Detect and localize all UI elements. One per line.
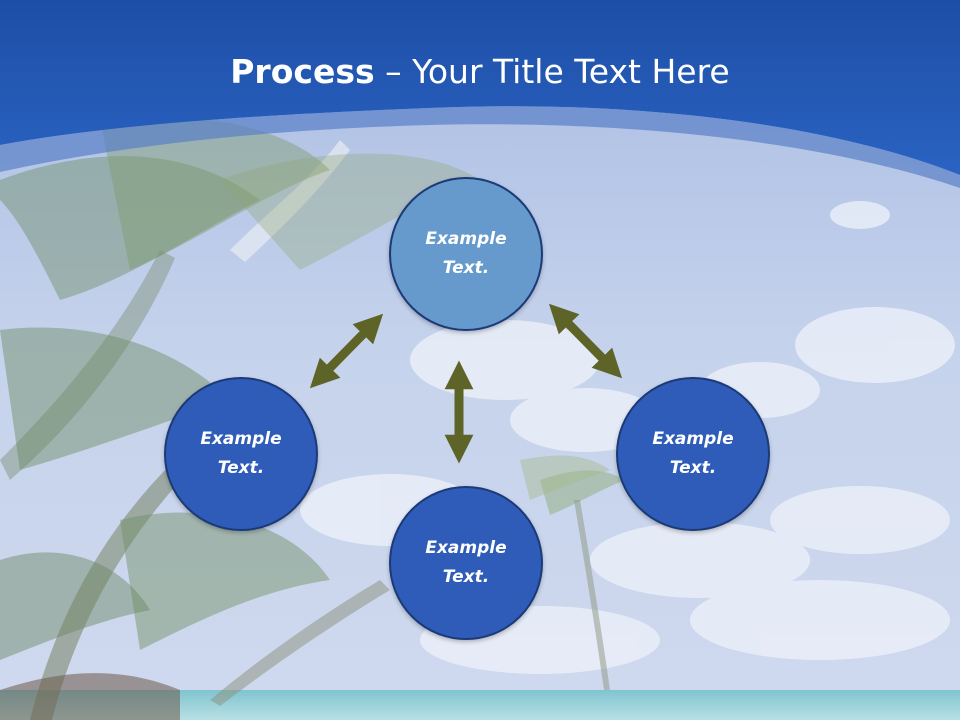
double-arrow-right bbox=[548, 303, 623, 379]
node-bottom-label: Example Text. bbox=[425, 538, 507, 587]
banner-swoosh bbox=[0, 106, 960, 188]
palm-trees bbox=[0, 116, 625, 720]
node-right: Example Text. bbox=[616, 377, 770, 531]
node-bottom: Example Text. bbox=[389, 486, 543, 640]
node-left-label: Example Text. bbox=[200, 429, 282, 478]
title-banner bbox=[0, 0, 960, 175]
title-bold: Process bbox=[230, 52, 375, 91]
node-top: Example Text. bbox=[389, 177, 543, 331]
node-right-label: Example Text. bbox=[652, 429, 734, 478]
node-left: Example Text. bbox=[164, 377, 318, 531]
title-rest: – Your Title Text Here bbox=[374, 52, 730, 91]
double-arrow-left bbox=[309, 313, 384, 389]
slide-title: Process – Your Title Text Here bbox=[0, 52, 960, 91]
node-top-label: Example Text. bbox=[425, 229, 507, 278]
